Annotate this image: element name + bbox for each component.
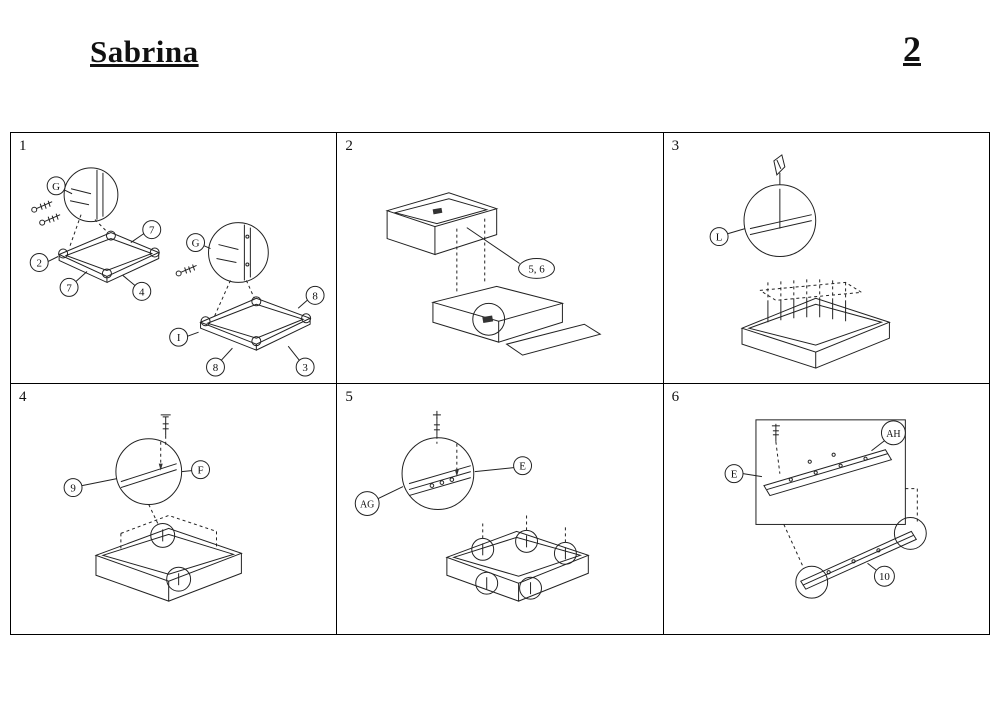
magnifier-circles bbox=[794, 516, 927, 599]
svg-text:AH: AH bbox=[886, 429, 900, 440]
bed-frame bbox=[94, 504, 243, 602]
slide-panel bbox=[505, 323, 602, 356]
panel-step-5: 5 bbox=[337, 384, 664, 635]
callout-4: 4 bbox=[122, 275, 152, 301]
frame-right bbox=[199, 280, 312, 351]
callout-10: 10 bbox=[866, 562, 895, 587]
detail-circle-left bbox=[63, 167, 119, 223]
svg-text:7: 7 bbox=[66, 282, 72, 294]
page-number: 2 bbox=[903, 29, 921, 69]
callout-L: L bbox=[709, 227, 745, 247]
detail-circle bbox=[401, 437, 475, 510]
screw-icon bbox=[160, 414, 171, 446]
svg-text:4: 4 bbox=[139, 286, 145, 298]
svg-text:G: G bbox=[192, 238, 200, 250]
lower-drawer bbox=[431, 285, 565, 343]
screw-icon bbox=[31, 200, 61, 226]
screw-icon bbox=[433, 410, 442, 444]
callout-5-6: 5, 6 bbox=[466, 227, 556, 279]
svg-text:9: 9 bbox=[70, 483, 76, 495]
svg-text:8: 8 bbox=[312, 290, 318, 302]
panel-step-6: 6 bbox=[663, 384, 990, 635]
panel-step-4: 4 bbox=[11, 384, 338, 635]
document-title: Sabrina bbox=[90, 34, 199, 69]
panel-number: 3 bbox=[671, 138, 680, 154]
upper-drawer bbox=[385, 192, 499, 256]
screw-icon-2 bbox=[175, 264, 197, 277]
callout-2: 2 bbox=[29, 253, 59, 272]
step-3-drawing: L bbox=[709, 154, 891, 369]
step-6-drawing: AH E bbox=[724, 419, 927, 599]
callout-F: F bbox=[181, 460, 211, 480]
frame-left bbox=[57, 214, 160, 284]
bracket-icon bbox=[772, 154, 786, 185]
rail-inset bbox=[762, 449, 892, 497]
callout-7: 7 bbox=[130, 220, 162, 243]
detail-circle-right bbox=[208, 222, 269, 283]
screw-icon bbox=[771, 423, 781, 474]
svg-text:8: 8 bbox=[213, 362, 219, 374]
inset-box bbox=[755, 419, 906, 525]
panel-number: 6 bbox=[671, 389, 680, 405]
svg-text:3: 3 bbox=[302, 362, 308, 374]
svg-text:G: G bbox=[52, 181, 60, 193]
step-5-drawing: E AG bbox=[355, 410, 591, 602]
svg-text:10: 10 bbox=[879, 571, 890, 583]
callout-G2: G bbox=[186, 233, 211, 253]
callout-8: 8 bbox=[297, 285, 325, 309]
svg-text:I: I bbox=[177, 332, 181, 344]
callout-AH: AH bbox=[870, 420, 906, 452]
detail-circle bbox=[115, 438, 183, 506]
post-circles bbox=[471, 515, 578, 600]
callout-8b: 8 bbox=[206, 347, 233, 377]
detail-circle bbox=[743, 184, 816, 258]
bed-frame bbox=[445, 530, 591, 602]
svg-text:AG: AG bbox=[360, 500, 374, 511]
bed-frame bbox=[740, 297, 891, 369]
svg-text:E: E bbox=[520, 461, 527, 473]
panel-step-3: 3 L bbox=[663, 133, 990, 384]
callout-G: G bbox=[46, 176, 73, 196]
panel-step-2: 2 5, 6 bbox=[337, 133, 664, 384]
callout-E: E bbox=[724, 464, 762, 484]
step-2-drawing: 5, 6 bbox=[385, 192, 602, 356]
svg-text:5, 6: 5, 6 bbox=[529, 263, 546, 275]
rail-lower bbox=[799, 530, 917, 590]
callout-I: I bbox=[169, 327, 199, 347]
panel-number: 4 bbox=[19, 389, 27, 405]
step-grid: 1 bbox=[10, 132, 990, 635]
step-1-drawing: G 7 bbox=[29, 167, 325, 377]
svg-text:7: 7 bbox=[149, 225, 155, 237]
callout-E: E bbox=[475, 456, 533, 476]
panel-number: 2 bbox=[345, 138, 353, 154]
callout-3: 3 bbox=[287, 345, 315, 377]
callout-9: 9 bbox=[63, 478, 117, 498]
svg-text:2: 2 bbox=[36, 257, 41, 269]
step-4-drawing: 9 F bbox=[63, 414, 243, 602]
panel-step-1: 1 bbox=[11, 133, 338, 384]
panel-number: 5 bbox=[345, 389, 353, 405]
svg-text:L: L bbox=[715, 232, 722, 244]
svg-text:E: E bbox=[730, 469, 737, 481]
panel-number: 1 bbox=[19, 138, 27, 154]
svg-text:F: F bbox=[198, 465, 204, 477]
guide-line bbox=[783, 524, 804, 569]
callout-AG: AG bbox=[355, 486, 404, 516]
callout-7b: 7 bbox=[59, 271, 88, 297]
